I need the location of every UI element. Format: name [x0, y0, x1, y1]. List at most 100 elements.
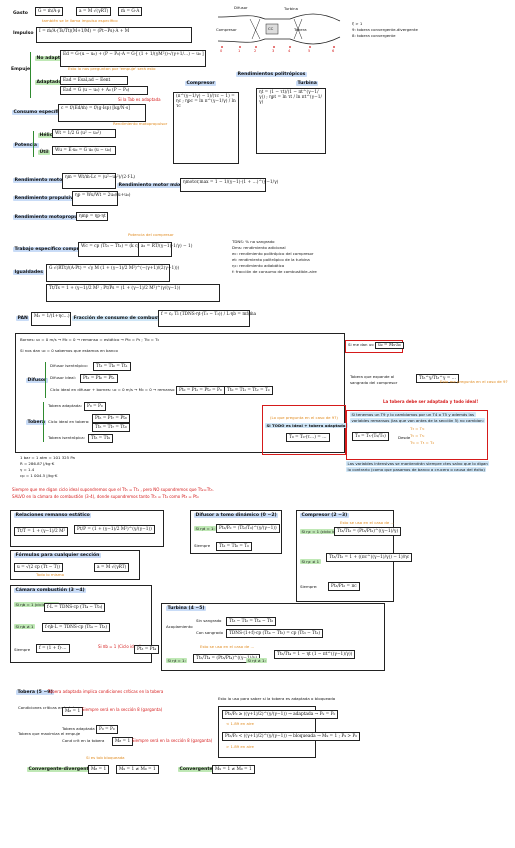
ciclo-ideal-formula-2: Tt₀ = Tt₁ = Tt₂ = T₀ [224, 386, 273, 396]
ciclo-ideal-formula-1: Pt₀ = Pt₁ = Pt₂ = P₀ [176, 386, 225, 396]
turbina-label: Turbina [296, 81, 319, 86]
tobera-adaptada: Tobera adaptada: [48, 403, 82, 408]
conv-div-note: Si es tob bloqueada [86, 755, 125, 760]
si-todo-note: (Lo que pregunta en el caso de 9?) [270, 415, 338, 420]
empuje-label: Empuje [11, 67, 31, 72]
compresor-label: Compresor [185, 81, 217, 86]
difusor-label: Difusor [26, 378, 48, 383]
turbina-formula: ηt = (1 − τt)/(1 − πt^(γ−1/γ)) ; ηpt = l… [256, 88, 326, 154]
gasto-label: Gasto [13, 11, 28, 16]
compresor-siempre: Siempre: [300, 584, 318, 589]
tobera-max-a-formula: P₉ = P₀ [96, 725, 118, 735]
tobera-note: Tobera adaptada implica condiciones crít… [48, 689, 164, 694]
rend-motor-label: Rendimiento motor [13, 178, 67, 183]
formulas-title: Fórmulas para cualquier sección [14, 553, 101, 558]
ciclo-ideal-text: Ciclo ideal en difusor + bornes: u₀ = 0 … [50, 387, 201, 392]
bloqueada-formula: Pt₅/P₀ < ((γ+1)/2)^(γ/(γ−1)) → bloqueada… [222, 732, 360, 742]
adaptado-label: Adaptado [35, 80, 63, 85]
tobera-max-b: Cond crít en la tobera [62, 738, 105, 743]
trabajo-formula: Wc = cp (Tt₃ − Tt₂) = (k cp Tt₂/ηc)·(π^(… [78, 242, 192, 257]
difusor-siempre-formula: Tt₂ = Tt₀ = T₀ [216, 542, 252, 552]
variables-note: Las variables intensivas se mantendrán s… [346, 461, 490, 466]
si-tenemos-frame [346, 410, 488, 460]
no-adaptado-formula: Ed = G·(u − u₀) + (P − P₀)·A = G·[ (1 + … [60, 50, 206, 67]
tobera-max-a: Tobera adaptada [62, 726, 95, 731]
pan-formula: M₂ = 1/(1+ηc…) [31, 312, 71, 326]
desde-label: Desde [398, 435, 411, 440]
gasto-note: también se le llama impulso específico [42, 18, 118, 23]
legend-dms: Dms: rendimiento adicional [232, 245, 286, 250]
f-formula: f = cₚ Ti (TDNS·ηt·(T₃ − T₂)) / L·ηb = m… [158, 310, 256, 327]
bornes-text: Bornes: u₀ = 0 m/s → M₀ = 0 → remanso = … [20, 337, 160, 342]
variables-note-2: lo contrario (como que pasamos de banco … [346, 467, 487, 472]
conv-div-formula-1: M₈ = 1 [88, 765, 110, 775]
turbina-title: Turbina (4 −5) [166, 606, 207, 611]
camara-pi-formula: Pt₃ = Pt₄ [134, 645, 160, 655]
difusor-title: Difusor a tomo dinámico (0 −2) [194, 513, 279, 518]
tobera-isent: Tobera isentrópica: [48, 435, 85, 440]
esto-uso: Esto lo uso para saber si la tobera es a… [218, 696, 336, 701]
compresor-f1-formula: Tt₃/Tt₂ = (Pt₃/Pt₂)^((γ−1)/γ) [334, 527, 402, 537]
camara-siempre-formula: f = (1 + f)·… [36, 644, 70, 654]
diagram-key-1: ξ > 1 [352, 21, 363, 26]
bloqueada-formula-2: > 1.89 en aire [226, 744, 254, 749]
formulas-formula-2: a = M √(γRT) [94, 563, 130, 573]
potencia-label: Potencia [13, 143, 39, 148]
si-todo-formula: T₉ = T₀·(τ…) = … [286, 433, 330, 443]
camara-title: Cámara combustión (3 −4) [14, 588, 87, 593]
rel-remanso-title: Relaciones remanso estático [14, 513, 92, 518]
compresor-f2: Si ηc ≠ 1 [300, 559, 321, 564]
difusor-f1: Si ηd = 1: [194, 526, 217, 531]
compresor-note: Esto se usa en el caso de ... [340, 520, 395, 525]
convergente-formula: M₉ = 1 ≠ M₉ = 1 [212, 765, 255, 775]
si-tenemos: Si tenemos un T9 y lo cambiamos por un T… [350, 412, 476, 417]
desde-1: T₃ = T₃ᵢ [410, 426, 425, 431]
compresor-f1: Si ηc = 1 (ciclo ideal) [300, 529, 345, 534]
orange-note-1: Esto me pregunta en el caso de 9? [440, 379, 508, 384]
tobera-title: Tobera (5 −9) [16, 690, 55, 695]
difusor-siempre: Siempre [194, 543, 211, 548]
rend-motoprop-formula: ηmp = ηp·ηt [76, 212, 108, 222]
pan-label: PAN [16, 316, 30, 321]
sin-sangrado: Sin sangrado [196, 618, 222, 623]
camara-ideal-formula: f·L = TDNS·cp (Tt₄ − Tt₃) [44, 603, 106, 613]
consumo-label: Consumo específico [12, 110, 67, 115]
camara-frame [10, 585, 152, 663]
legend-et: et: rendimiento politrópico de la turbin… [232, 257, 310, 262]
acoplamiento: Acoplamiento [166, 624, 193, 629]
tobera-max-note: Siempre será en la sección 8 (garganta) [132, 738, 213, 743]
impulso-label: Impulso [13, 31, 34, 36]
rel-remanso-frame [10, 510, 164, 547]
potencia-bracket [33, 131, 34, 157]
cond-criticas-note: Siempre será en la sección 8 (garganta) [82, 707, 163, 712]
camara-pi: Si πb = 1 (Ciclo ideal) [98, 644, 142, 649]
constant-3: γ = 1.4 [20, 467, 35, 472]
camara-siempre: Siempre [14, 647, 31, 652]
gasto-formula-3: ṁ = G·A [118, 7, 143, 17]
ciclo-ideal-tobera-formula-1: Pt₅ = Pt₇ = Pt₈ [92, 414, 130, 424]
rend-motor-max-label: Rendimiento motor máximo [117, 183, 193, 188]
red-note: Siempre que me digan ciclo ideal supondr… [12, 487, 214, 492]
empuje-note: Esto lo nos preguntan por 'empuje' será … [68, 66, 156, 71]
tobera-expande: Tobera que expande al [350, 374, 395, 379]
tobera-max: Tobera que maximiza el empuje [18, 731, 81, 736]
consumo-formula: c = f/(Ed/ṁ) = f/(g·Isp) [kg/N·s] [58, 104, 146, 122]
turbina-ideal: Si ηt = 1: [166, 658, 188, 663]
turbina-frame [161, 603, 385, 671]
trabajo-label: Trabajo específico compresor [13, 247, 92, 252]
sin-sangrado-formula: Tt₃ − Tt₂ = Tt₄ − Tt₅ [226, 617, 277, 627]
turbina-note: Esto se usa en el caso de ... [200, 644, 255, 649]
igualdades-label: Igualdades [13, 270, 45, 275]
diagram-key-2: 9: tobera convergente-divergente [352, 27, 418, 32]
si-todo-frame [262, 405, 346, 455]
diagram-difusor: Difusor [234, 5, 248, 10]
no-adaptado-label: No adaptado [35, 56, 72, 61]
adaptada-formula: Pt₅/P₀ ≥ ((γ+1)/2)^(γ/(γ−1)) → adaptada … [222, 710, 339, 720]
rel-remanso-formula-1: Tt/T = 1 + (γ−1)/2 M² [14, 527, 69, 537]
compresor-title: Compresor (2 −3) [300, 513, 349, 518]
constant-1: 1 bar = 1 atm = 101 325 Pa [20, 455, 75, 460]
trabajo-note: Potencia del compresor [128, 232, 174, 237]
cond-criticas-formula: M₈ = 1 [62, 707, 84, 717]
consumo-note-2: Rendimiento motopropulsor [113, 121, 168, 126]
difusor-ideal: Difusor ideal: [50, 375, 76, 380]
